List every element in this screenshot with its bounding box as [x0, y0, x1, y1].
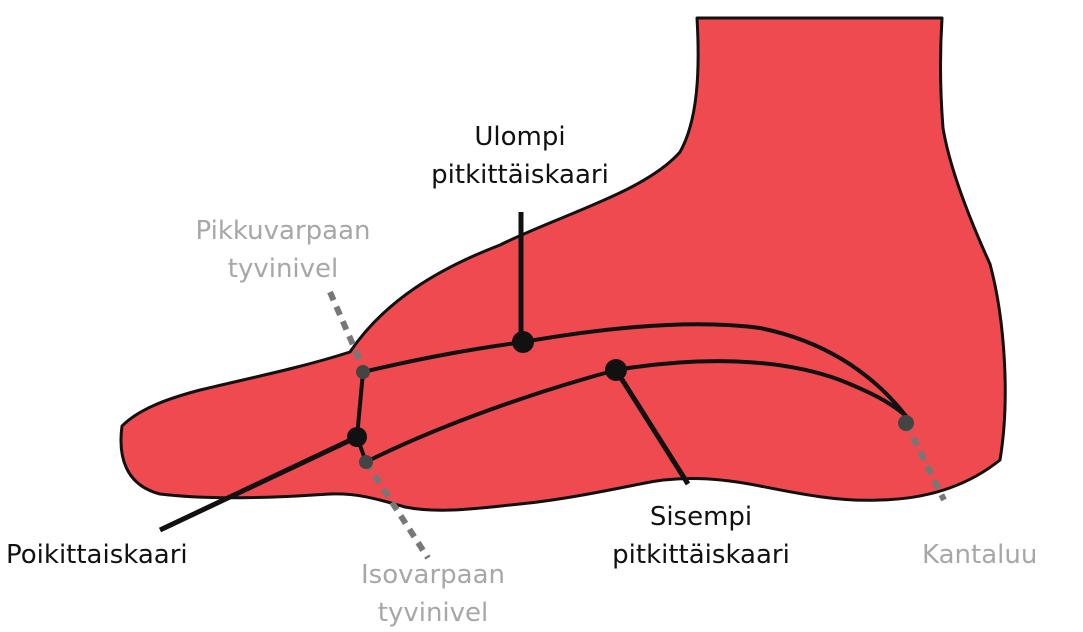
outer-arch-label-line2: pitkittäiskaari: [405, 156, 635, 194]
big-toe-joint-label-line1: Isovarpaan: [318, 556, 548, 594]
big-toe-joint-label: Isovarpaan tyvinivel: [318, 556, 548, 632]
inner-arch-dot: [605, 359, 627, 381]
transverse-arch-dot: [347, 427, 367, 447]
inner-arch-label-line2: pitkittäiskaari: [583, 536, 819, 574]
big-toe-joint-dot: [359, 455, 373, 469]
pinky-joint-dot: [356, 365, 370, 379]
transverse-arch-label: Poikittaiskaari: [6, 536, 188, 574]
outer-arch-label: Ulompi pitkittäiskaari: [405, 118, 635, 194]
heel-bone-dot: [898, 415, 914, 431]
pinky-joint-label: Pikkuvarpaan tyvinivel: [150, 212, 416, 288]
outer-arch-dot: [512, 331, 534, 353]
heel-bone-label: Kantaluu: [922, 536, 1037, 574]
pinky-joint-label-line1: Pikkuvarpaan: [150, 212, 416, 250]
pinky-joint-label-line2: tyvinivel: [150, 250, 416, 288]
inner-arch-label-line1: Sisempi: [583, 498, 819, 536]
outer-arch-label-line1: Ulompi: [405, 118, 635, 156]
inner-arch-label: Sisempi pitkittäiskaari: [583, 498, 819, 574]
big-toe-joint-label-line2: tyvinivel: [318, 594, 548, 632]
